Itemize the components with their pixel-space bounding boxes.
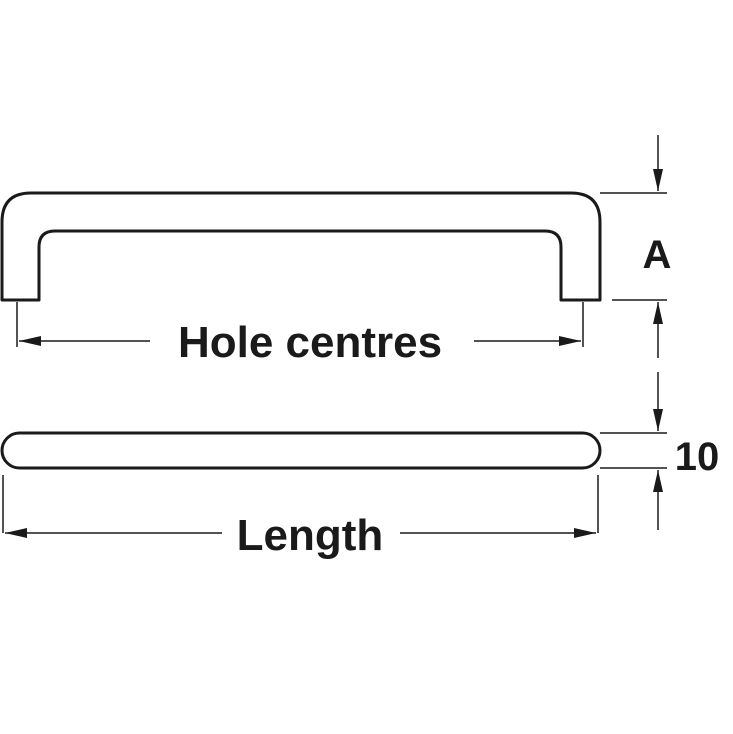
handle-side-profile: [0, 191, 602, 302]
handle-top-profile: [0, 431, 602, 470]
length-label: Length: [237, 511, 384, 560]
thickness-label: 10: [675, 435, 720, 479]
hole-centres-label: Hole centres: [178, 318, 442, 367]
height-label: A: [643, 233, 672, 277]
